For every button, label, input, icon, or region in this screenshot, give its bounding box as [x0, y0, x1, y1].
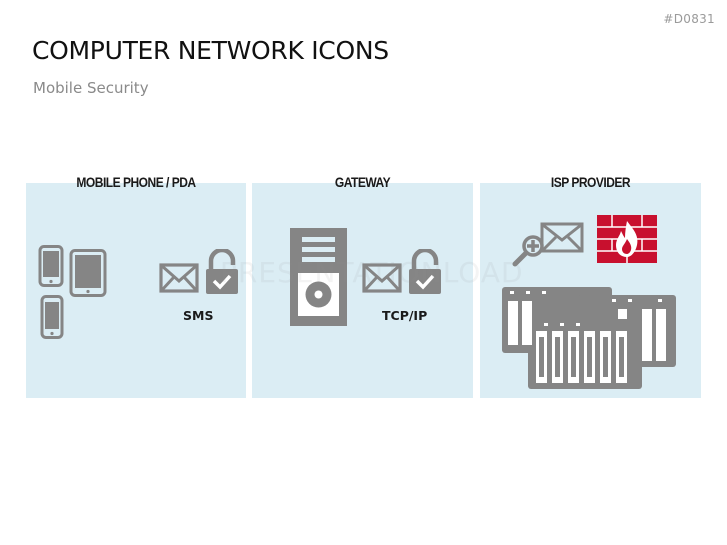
- slide-code: #D0831: [663, 12, 715, 26]
- envelope-icon: [159, 263, 199, 293]
- panel-isp-provider: ISP PROVIDER: [480, 174, 701, 398]
- tablet-icon: [69, 249, 107, 297]
- smartphone-icon: [38, 245, 64, 287]
- page-title: COMPUTER NETWORK ICONS: [32, 36, 389, 65]
- panel-mobile-phone-pda: MOBILE PHONE / PDA SMS: [26, 174, 246, 398]
- panel-gateway: GATEWAY TCP/IP: [252, 174, 473, 398]
- page-subtitle: Mobile Security: [33, 79, 149, 97]
- server-rack-cluster-icon: [500, 283, 680, 391]
- padlock-check-icon: [205, 249, 239, 295]
- mail-search-icon: [510, 221, 586, 269]
- label-sms: SMS: [183, 308, 214, 323]
- panel-title-isp: ISP PROVIDER: [550, 174, 631, 190]
- padlock-check-icon: [408, 249, 442, 295]
- panel-title-mobile: MOBILE PHONE / PDA: [76, 174, 196, 190]
- mobile-phone-icon: [40, 295, 64, 339]
- server-tower-icon: [290, 228, 347, 326]
- panel-title-gateway: GATEWAY: [334, 174, 391, 190]
- firewall-icon: [597, 215, 657, 263]
- label-tcp-ip: TCP/IP: [382, 308, 428, 323]
- envelope-icon: [362, 263, 402, 293]
